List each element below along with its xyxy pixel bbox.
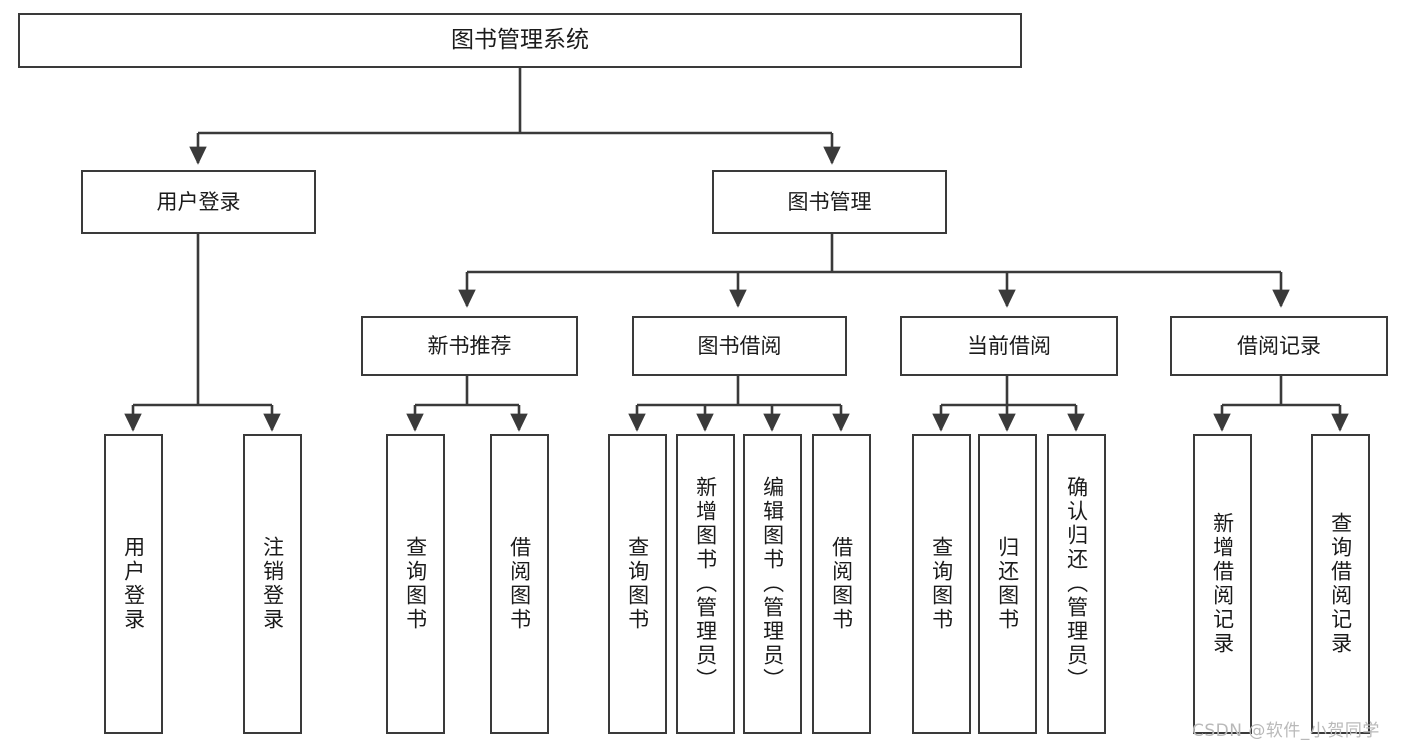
leaf-label: 用户登录 xyxy=(121,536,146,632)
leaf-label: 确认归还（管理员） xyxy=(1064,476,1089,692)
leaf-label: 查询图书 xyxy=(929,536,954,632)
leaf-query-record[interactable]: 查询借阅记录 xyxy=(1311,434,1370,734)
csdn-watermark: CSDN @软件_小贺同学 xyxy=(1192,721,1380,741)
leaf-label: 编辑图书（管理员） xyxy=(760,476,785,692)
leaf-label: 查询图书 xyxy=(403,536,428,632)
node-user-login[interactable]: 用户登录 xyxy=(81,170,316,234)
leaf-return-book[interactable]: 归还图书 xyxy=(978,434,1037,734)
leaf-label: 查询借阅记录 xyxy=(1328,512,1353,656)
leaf-query-book-2[interactable]: 查询图书 xyxy=(608,434,667,734)
leaf-query-book-1[interactable]: 查询图书 xyxy=(386,434,445,734)
leaf-confirm-return[interactable]: 确认归还（管理员） xyxy=(1047,434,1106,734)
leaf-edit-book[interactable]: 编辑图书（管理员） xyxy=(743,434,802,734)
leaf-label: 借阅图书 xyxy=(829,536,854,632)
leaf-query-book-3[interactable]: 查询图书 xyxy=(912,434,971,734)
node-book-manage[interactable]: 图书管理 xyxy=(712,170,947,234)
leaf-label: 新增图书（管理员） xyxy=(693,476,718,692)
node-root[interactable]: 图书管理系统 xyxy=(18,13,1022,68)
leaf-user-login[interactable]: 用户登录 xyxy=(104,434,163,734)
leaf-label: 借阅图书 xyxy=(507,536,532,632)
node-book-borrow[interactable]: 图书借阅 xyxy=(632,316,847,376)
node-new-book-recommend[interactable]: 新书推荐 xyxy=(361,316,578,376)
leaf-label: 查询图书 xyxy=(625,536,650,632)
node-current-borrow[interactable]: 当前借阅 xyxy=(900,316,1118,376)
leaf-label: 注销登录 xyxy=(260,536,285,632)
node-borrow-record[interactable]: 借阅记录 xyxy=(1170,316,1388,376)
leaf-logout-login[interactable]: 注销登录 xyxy=(243,434,302,734)
leaf-label: 新增借阅记录 xyxy=(1210,512,1235,656)
leaf-borrow-book-1[interactable]: 借阅图书 xyxy=(490,434,549,734)
leaf-label: 归还图书 xyxy=(995,536,1020,632)
leaf-add-record[interactable]: 新增借阅记录 xyxy=(1193,434,1252,734)
leaf-add-book[interactable]: 新增图书（管理员） xyxy=(676,434,735,734)
leaf-borrow-book-2[interactable]: 借阅图书 xyxy=(812,434,871,734)
